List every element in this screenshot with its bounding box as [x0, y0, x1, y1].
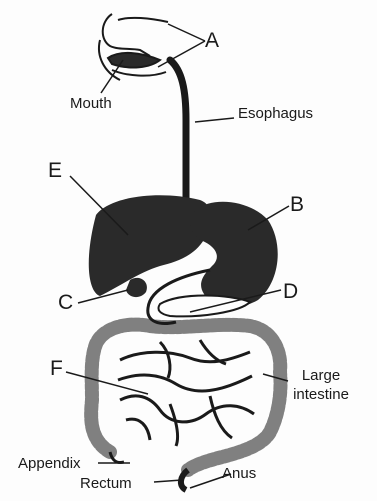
label-a: A — [205, 30, 219, 51]
label-rectum: Rectum — [80, 476, 132, 491]
label-d: D — [283, 281, 298, 302]
stomach-shape — [190, 202, 278, 307]
label-large-intestine: Large intestine — [290, 368, 352, 402]
label-large-intestine-line1: Large — [290, 368, 352, 383]
large-intestine-outline — [91, 325, 280, 470]
label-large-intestine-line2: intestine — [290, 387, 352, 402]
label-e: E — [48, 160, 62, 181]
pancreas-shape — [158, 296, 250, 317]
gallbladder-shape — [126, 278, 147, 297]
small-intestine-coils — [118, 340, 254, 446]
label-f: F — [50, 358, 63, 379]
label-appendix: Appendix — [18, 456, 81, 471]
label-c: C — [58, 292, 73, 313]
label-b: B — [290, 194, 304, 215]
label-anus: Anus — [222, 466, 256, 481]
label-esophagus: Esophagus — [238, 106, 313, 121]
liver-shape — [89, 195, 212, 296]
label-mouth: Mouth — [70, 96, 112, 111]
head-mouth-drawing — [99, 14, 168, 80]
